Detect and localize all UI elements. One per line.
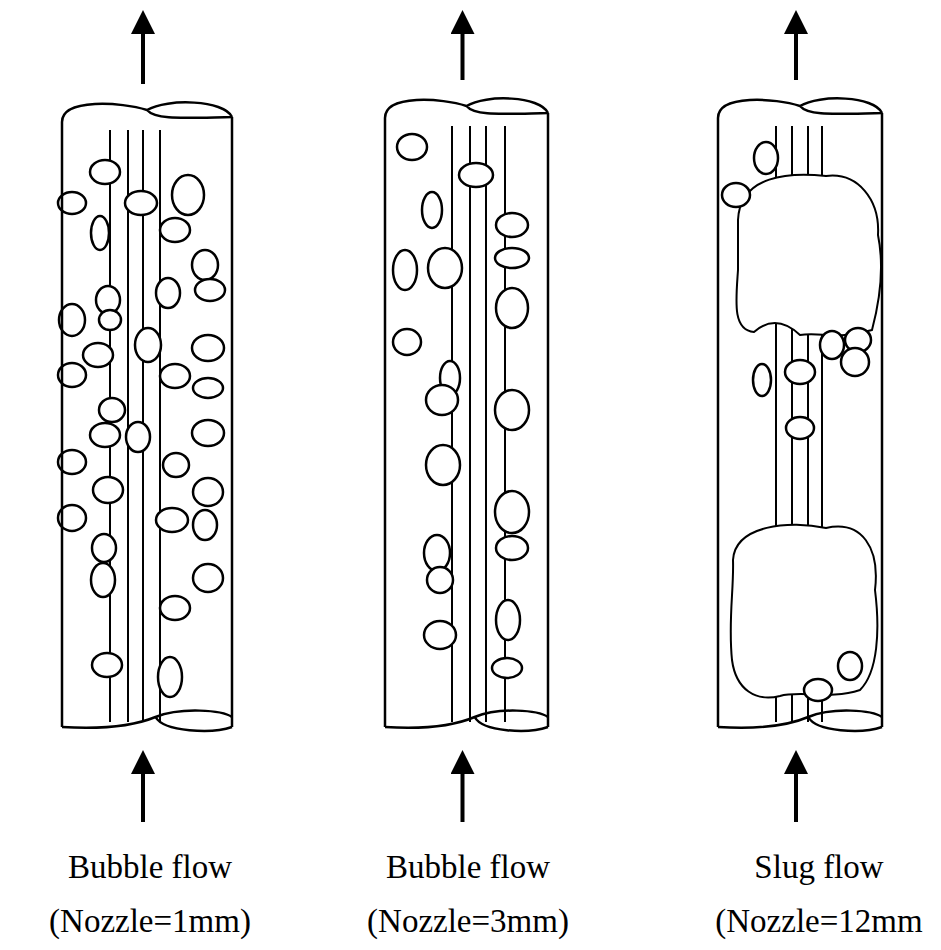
gas-bubble xyxy=(838,652,862,680)
gas-bubble xyxy=(99,398,125,422)
gas-bubble xyxy=(135,328,161,362)
gas-bubble xyxy=(496,288,528,328)
gas-bubble xyxy=(193,478,223,506)
tube-top-cut xyxy=(62,102,232,122)
gas-bubble xyxy=(172,175,204,215)
flow-label: Bubble flow (Nozzle=3mm) xyxy=(343,840,593,948)
gas-bubble xyxy=(393,250,417,290)
flow-label: Slug flow (Nozzle=12mm xyxy=(701,840,937,948)
gas-bubble xyxy=(195,279,225,301)
gas-bubble xyxy=(753,364,771,396)
flow-arrow xyxy=(461,22,465,80)
gas-bubble xyxy=(90,160,120,184)
flow-label: Bubble flow (Nozzle=1mm) xyxy=(25,840,275,948)
gas-bubble xyxy=(722,183,750,207)
tube-top-cut xyxy=(718,98,882,118)
gas-bubble xyxy=(193,564,223,592)
gas-bubble xyxy=(192,420,224,446)
rod-line xyxy=(485,126,487,722)
gas-bubble xyxy=(156,278,180,308)
gas-bubble xyxy=(426,445,460,485)
gas-bubble xyxy=(426,385,458,415)
gas-bubble xyxy=(804,679,832,701)
tube-drawing xyxy=(58,22,232,822)
tube-top-cut xyxy=(385,98,548,118)
tube-bottom-cut xyxy=(385,711,548,731)
gas-bubble xyxy=(424,535,450,571)
gas-bubble xyxy=(754,142,778,174)
tube-drawing xyxy=(718,22,882,822)
gas-bubble xyxy=(496,213,528,237)
gas-bubble xyxy=(495,390,529,430)
flow-arrow xyxy=(461,762,465,822)
tube-wall xyxy=(385,113,548,727)
gas-bubble xyxy=(496,536,528,560)
gas-bubble xyxy=(193,378,223,398)
gas-bubble xyxy=(397,134,427,160)
gas-bubble xyxy=(193,510,217,540)
gas-bubble xyxy=(156,508,188,532)
gas-bubble xyxy=(495,248,529,268)
tube-bottom-cut xyxy=(718,711,882,731)
gas-bubble xyxy=(163,453,189,477)
gas-bubble xyxy=(492,658,522,678)
gas-bubble xyxy=(92,534,116,562)
gas-slug xyxy=(731,525,878,698)
tube-bottom-cut xyxy=(62,711,232,731)
gas-bubble xyxy=(160,364,190,388)
gas-bubble xyxy=(786,417,814,439)
gas-bubble xyxy=(125,191,157,215)
gas-bubble xyxy=(90,423,120,447)
flow-arrow xyxy=(794,22,798,80)
gas-bubble xyxy=(126,422,150,452)
gas-bubble xyxy=(424,621,456,649)
gas-bubble xyxy=(393,329,421,355)
gas-bubble xyxy=(160,218,190,242)
rod-line xyxy=(469,126,471,722)
rod-line xyxy=(159,130,161,722)
flow-arrow xyxy=(141,22,145,84)
gas-bubble xyxy=(93,477,123,503)
gas-bubble xyxy=(160,596,190,620)
flow-arrow xyxy=(141,762,145,822)
gas-bubble xyxy=(459,163,493,187)
gas-bubble xyxy=(83,343,113,367)
gas-bubble xyxy=(99,310,121,330)
gas-bubble xyxy=(91,563,115,597)
gas-bubble xyxy=(422,192,442,228)
tube-wall xyxy=(718,113,882,727)
gas-bubble xyxy=(841,348,869,376)
gas-slug xyxy=(736,175,881,336)
gas-bubble xyxy=(496,600,520,640)
gas-bubble xyxy=(428,248,462,288)
flow-arrow xyxy=(794,762,798,822)
gas-bubble xyxy=(427,567,453,593)
gas-bubble xyxy=(192,335,224,361)
gas-bubble xyxy=(158,657,182,697)
gas-bubble xyxy=(92,653,122,677)
tube-wall xyxy=(62,117,232,727)
gas-bubble xyxy=(820,331,844,359)
gas-bubble xyxy=(785,360,815,384)
gas-bubble xyxy=(192,250,218,280)
gas-bubble xyxy=(91,216,109,250)
tube-drawing xyxy=(385,22,548,822)
gas-bubble xyxy=(495,491,529,533)
